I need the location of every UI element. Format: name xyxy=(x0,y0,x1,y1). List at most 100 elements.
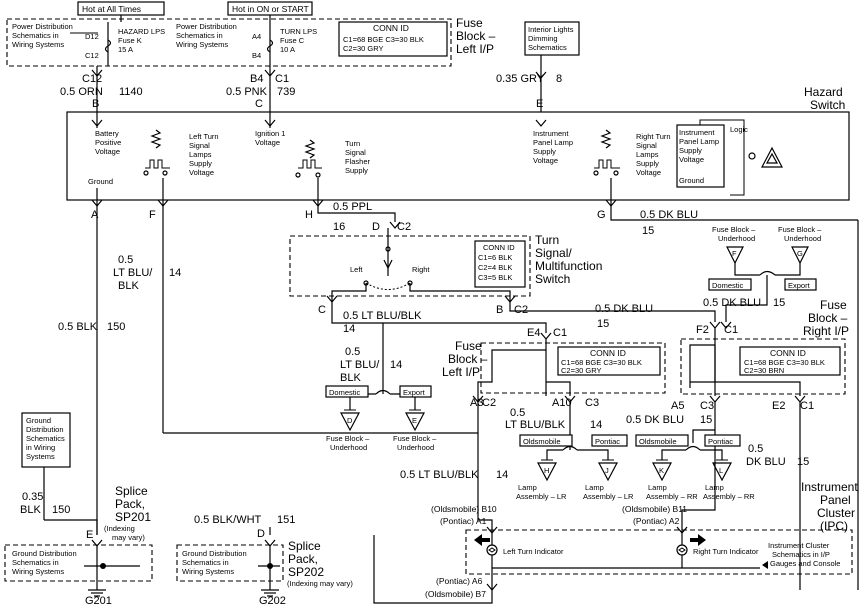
svg-text:E: E xyxy=(86,529,93,541)
svg-text:Right: Right xyxy=(412,265,430,274)
svg-text:0.5: 0.5 xyxy=(510,407,525,419)
oldsmobile-tag-lr xyxy=(519,434,573,447)
svg-text:0.5 PNK: 0.5 PNK xyxy=(226,86,268,98)
pontiac-tag-lr xyxy=(591,434,628,447)
svg-text:(Oldsmobile) B10: (Oldsmobile) B10 xyxy=(431,504,497,514)
svg-text:15: 15 xyxy=(797,456,809,468)
svg-text:150: 150 xyxy=(52,504,70,516)
svg-text:Pack,: Pack, xyxy=(288,552,318,566)
svg-text:150: 150 xyxy=(107,321,125,333)
fuse-k-icon xyxy=(104,39,112,53)
svg-text:A4: A4 xyxy=(252,32,261,41)
svg-text:SP201: SP201 xyxy=(115,510,151,524)
svg-text:(IPC): (IPC) xyxy=(820,519,848,533)
svg-text:C3=5 BLK: C3=5 BLK xyxy=(478,273,512,282)
lamp-l-triangle-icon xyxy=(712,462,732,482)
svg-text:C2: C2 xyxy=(482,397,496,409)
svg-text:Oldsmobile: Oldsmobile xyxy=(523,437,561,446)
svg-text:15: 15 xyxy=(773,297,785,309)
svg-text:0.5 DK BLU: 0.5 DK BLU xyxy=(595,303,653,315)
svg-text:Fuse Block –: Fuse Block – xyxy=(326,434,370,443)
svg-text:C3: C3 xyxy=(585,397,599,409)
svg-text:E: E xyxy=(536,98,543,110)
hazard-triangle-icon xyxy=(761,146,783,168)
svg-text:HAZARD LPS: HAZARD LPS xyxy=(118,27,165,36)
ipc-title: Instrument xyxy=(801,480,858,494)
svg-text:Assembly – LR: Assembly – LR xyxy=(583,492,634,501)
svg-text:Right Turn: Right Turn xyxy=(636,132,671,141)
svg-text:(Oldsmobile) B11: (Oldsmobile) B11 xyxy=(622,504,687,514)
svg-text:Voltage: Voltage xyxy=(255,138,280,147)
hazard-switch-title: Hazard xyxy=(804,85,843,99)
svg-text:in Wiring: in Wiring xyxy=(26,443,55,452)
svg-text:Instrument: Instrument xyxy=(679,128,715,137)
svg-text:C1: C1 xyxy=(275,73,289,85)
svg-text:1140: 1140 xyxy=(119,86,143,98)
underhood-f-triangle-icon xyxy=(726,246,744,265)
svg-text:Block –: Block – xyxy=(808,311,848,325)
splice-sp202-box xyxy=(176,544,284,582)
svg-text:Assembly – RR: Assembly – RR xyxy=(703,492,755,501)
svg-text:0.5 LT BLU/BLK: 0.5 LT BLU/BLK xyxy=(343,310,422,322)
pin-g: G xyxy=(597,209,606,221)
top-conn-id-box xyxy=(338,21,448,57)
svg-text:C2: C2 xyxy=(514,304,528,316)
svg-text:Left: Left xyxy=(350,265,363,274)
svg-text:Instrument Cluster: Instrument Cluster xyxy=(768,541,830,550)
svg-text:Battery: Battery xyxy=(95,129,119,138)
svg-text:Flasher: Flasher xyxy=(345,157,371,166)
svg-text:16: 16 xyxy=(333,221,345,233)
pontiac-tag-rr xyxy=(704,434,741,447)
svg-text:E4: E4 xyxy=(527,327,540,339)
svg-text:Oldsmobile: Oldsmobile xyxy=(639,437,677,446)
svg-text:Left Turn: Left Turn xyxy=(189,132,219,141)
svg-text:Export: Export xyxy=(403,388,426,397)
svg-text:Schematics in: Schematics in xyxy=(182,558,229,567)
svg-text:C2=30 BRN: C2=30 BRN xyxy=(744,366,784,375)
fuse-c-icon xyxy=(266,39,274,53)
fuse-block-right-conn-id xyxy=(739,346,841,376)
svg-text:H: H xyxy=(544,466,549,475)
svg-text:Voltage: Voltage xyxy=(189,168,214,177)
svg-text:Signal/: Signal/ xyxy=(535,246,572,260)
svg-text:Left Turn Indicator: Left Turn Indicator xyxy=(503,547,564,556)
svg-text:Ground Distribution: Ground Distribution xyxy=(182,549,247,558)
svg-text:Lamp: Lamp xyxy=(585,483,604,492)
fuse-block-top-title: Fuse xyxy=(456,16,483,30)
svg-text:10 A: 10 A xyxy=(280,45,295,54)
svg-text:E2: E2 xyxy=(772,400,785,412)
svg-text:Schematics: Schematics xyxy=(26,434,65,443)
svg-text:BLK: BLK xyxy=(118,280,139,292)
right-arrow-icon xyxy=(690,534,706,546)
svg-text:Schematics in I/P: Schematics in I/P xyxy=(772,550,830,559)
domestic-tag-right xyxy=(708,278,752,291)
wire-dk-blu-g xyxy=(610,206,858,221)
svg-text:C: C xyxy=(318,304,326,316)
svg-text:E: E xyxy=(412,416,417,425)
svg-text:D: D xyxy=(372,221,380,233)
svg-text:K: K xyxy=(659,466,664,475)
svg-text:Schematics in: Schematics in xyxy=(12,558,59,567)
svg-text:15: 15 xyxy=(700,414,712,426)
svg-text:Pack,: Pack, xyxy=(115,497,145,511)
svg-text:J: J xyxy=(605,466,609,475)
svg-text:Left I/P: Left I/P xyxy=(456,42,494,56)
svg-text:A5: A5 xyxy=(671,400,684,412)
fuse-block-left-lower-conn-id xyxy=(557,346,661,376)
svg-text:C2=4 BLK: C2=4 BLK xyxy=(478,263,512,272)
pin-h: H xyxy=(305,209,313,221)
interior-lights-box xyxy=(524,21,580,56)
svg-text:Fuse Block –: Fuse Block – xyxy=(393,434,437,443)
svg-text:Assembly – RR: Assembly – RR xyxy=(646,492,698,501)
splice-sp201-box xyxy=(4,544,153,582)
svg-text:C1: C1 xyxy=(553,327,567,339)
svg-text:0.5 BLK: 0.5 BLK xyxy=(58,321,98,333)
svg-text:0.5: 0.5 xyxy=(748,443,763,455)
svg-text:BLK: BLK xyxy=(340,372,361,384)
svg-text:151: 151 xyxy=(277,514,295,526)
svg-text:B: B xyxy=(496,304,503,316)
svg-text:Assembly – LR: Assembly – LR xyxy=(516,492,567,501)
svg-text:F2: F2 xyxy=(696,324,709,336)
hot-all-times-label: Hot at All Times xyxy=(82,4,141,14)
underhood-e-triangle-icon xyxy=(405,412,425,432)
